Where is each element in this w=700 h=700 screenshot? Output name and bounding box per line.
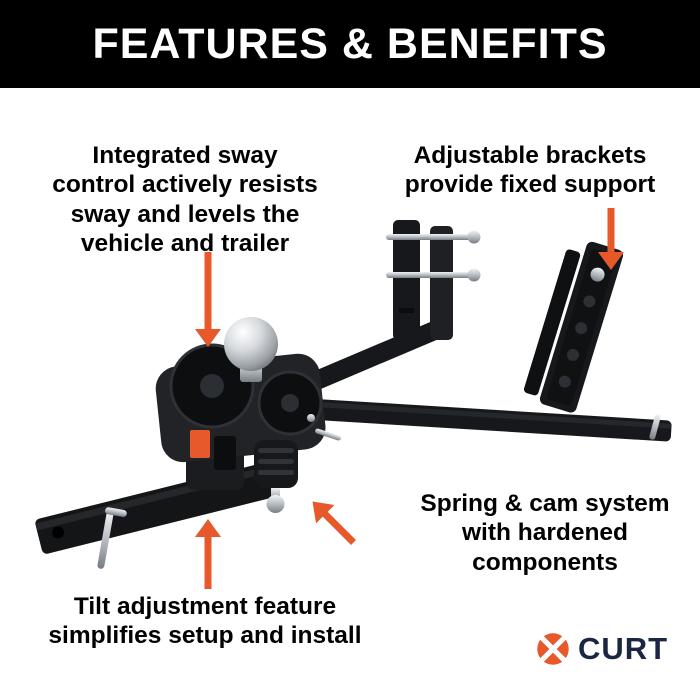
banner-title: FEATURES & BENEFITS: [92, 19, 608, 68]
callout-sway-control: Integrated sway control actively resists…: [25, 141, 345, 259]
banner: FEATURES & BENEFITS: [0, 0, 700, 88]
callout-line: Adjustable brackets: [413, 142, 647, 169]
brand-name: CURT: [578, 631, 669, 666]
adjustable-bracket-right: [523, 241, 623, 413]
adjustable-bracket-left: [386, 220, 481, 340]
spring-cam-arrow-upleft-icon: [312, 501, 356, 545]
hitch-product-illustration: [35, 220, 672, 569]
spring-cam-assembly: [254, 440, 298, 513]
callout-adjustable-brackets: Adjustable brackets provide fixed suppor…: [380, 141, 680, 200]
hitch-pin-icon: [97, 507, 127, 569]
callout-spring-cam: Spring & cam system with hardened compon…: [400, 489, 690, 577]
curt-logo-icon: [536, 632, 570, 666]
warning-label: [190, 430, 210, 458]
tilt-arrow-up-icon: [195, 519, 221, 589]
callout-line: provide fixed support: [404, 171, 656, 199]
callout-tilt-adjustment: Tilt adjustment feature simplifies setup…: [20, 592, 390, 651]
callout-line: vehicle and trailer: [80, 230, 290, 258]
callout-line: sway and levels the: [70, 200, 300, 228]
callout-line: with hardened: [461, 519, 629, 547]
spring-bar-long: [295, 398, 672, 442]
hitch-ball: [224, 317, 278, 382]
cotter-pin-icon: [315, 428, 342, 441]
callout-line: control actively resists: [52, 171, 318, 199]
callout-line: simplifies setup and install: [48, 622, 362, 650]
hitch-head: [155, 343, 342, 490]
sway-arrow-down-icon: [195, 252, 221, 347]
callout-line: components: [472, 548, 618, 576]
brand-logo: CURT: [536, 631, 668, 667]
callout-line: Spring & cam system: [420, 490, 670, 517]
callout-line: Tilt adjustment feature: [73, 593, 337, 620]
callout-line: Integrated sway: [92, 142, 278, 169]
brackets-arrow-down-icon: [598, 208, 624, 270]
spring-bar-clip: [649, 414, 661, 440]
